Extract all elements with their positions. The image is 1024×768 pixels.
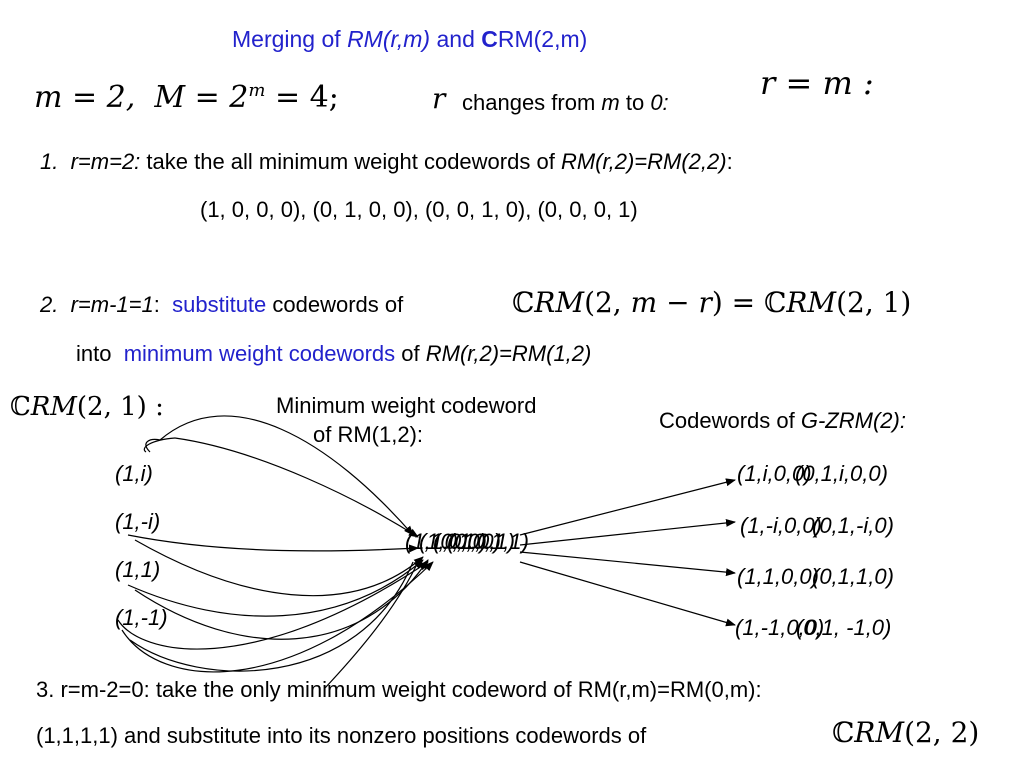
r-changes-text: changes from m to 0:: [462, 90, 669, 116]
title-prefix: Merging of: [232, 26, 348, 52]
right-heading: Codewords of G-ZRM(2):: [659, 408, 906, 434]
step1-number: 1.: [40, 149, 59, 174]
crm22-c: ℂ: [832, 716, 855, 749]
step2-formula: ℂRM(2, m − r) = ℂRM(2, 1): [512, 286, 911, 319]
arrow-minus-1-extra: [129, 561, 414, 672]
step1-condition: r=m=2:: [70, 149, 141, 174]
crm21-rm: RM: [30, 392, 77, 422]
right-codeword-3-a: (1,1,0,0): [737, 564, 819, 589]
arrow-1-to-0011: [134, 559, 429, 640]
formula-c1: ℂ: [512, 286, 535, 319]
left-codeword-1-1: (1,1): [115, 557, 161, 582]
right-codeword-3-b: (0,1,1,0): [812, 564, 894, 589]
formula-c2: ℂ: [764, 286, 787, 319]
step2-of: of: [395, 341, 426, 366]
step2-line2: into minimum weight codewords of RM(r,2)…: [76, 341, 591, 367]
crm22-rm: RM: [854, 716, 905, 749]
r-variable: r: [432, 82, 446, 115]
M-value: = 4;: [265, 80, 339, 115]
step2-substitute: substitute: [172, 292, 267, 317]
crm21-label: ℂRM(2, 1) :: [10, 392, 164, 422]
right-codeword-1-a: (1,i,0,0): [737, 461, 812, 486]
crm22-args: (2, 2): [904, 716, 980, 749]
step2-code: RM(r,2)=RM(1,2): [425, 341, 592, 366]
step1-text: take the all minimum weight codewords of: [140, 149, 561, 174]
arrow-minus-1-to-0011: [121, 561, 434, 673]
step1-line: 1. r=m=2: take the all minimum weight co…: [40, 149, 733, 175]
slide-title: Merging of RM(r,m) and CRM(2,m): [232, 26, 587, 53]
arrow-minus-i-to-1100: [127, 534, 419, 553]
step1-colon: :: [726, 149, 733, 174]
arrow-1-to-1010: [127, 559, 424, 617]
step1-codewords: (1, 0, 0, 0), (0, 1, 0, 0), (0, 0, 1, 0)…: [200, 197, 638, 222]
step2-text: codewords of: [266, 292, 404, 317]
title-c: C: [481, 26, 498, 52]
title-and: and: [430, 26, 482, 52]
right-codeword-4-b: (0,1, -1,0): [796, 615, 892, 640]
changes-m: m: [601, 90, 620, 115]
arrow-to-right-1: [519, 478, 736, 536]
changes-label: changes from: [462, 90, 602, 115]
arrow-brace-2: [143, 437, 176, 453]
crm21-c: ℂ: [10, 392, 31, 422]
arrow-i-to-1010: [174, 437, 419, 538]
formula-r: r: [698, 286, 712, 319]
step3-line1: 3. r=m-2=0: take the only minimum weight…: [36, 677, 762, 702]
middle-heading-line1: Minimum weight codeword: [276, 393, 537, 418]
arrow-to-right-2: [519, 518, 736, 546]
arrow-brace-1: [145, 438, 161, 453]
changes-zero: 0:: [650, 90, 669, 115]
formula-args1: (2,: [584, 286, 631, 319]
middle-codeword-1010: (1,0,1,0): [419, 529, 501, 554]
step3-line2: (1,1,1,1) and substitute into its nonzer…: [36, 723, 647, 748]
right-codeword-4-a: (1,-1,0,0): [735, 615, 825, 640]
title-rm: RM(r,m): [347, 26, 431, 52]
formula-rm1: RM: [534, 286, 585, 319]
left-codeword-1-minus-1: (1,-1): [115, 605, 168, 630]
arrow-minus-i-to-0101: [134, 539, 424, 597]
step3-formula: ℂRM(2, 2): [832, 716, 979, 749]
m-equation: m = 2,: [34, 80, 136, 115]
right-heading-text: Codewords of: [659, 408, 801, 433]
formula-minus: −: [657, 286, 699, 319]
left-codeword-1-i: (1,i): [115, 461, 153, 486]
arrow-to-right-4: [519, 561, 736, 627]
step2-line: 2. r=m-1=1: substitute codewords of: [40, 292, 403, 318]
right-codeword-2-b: (0,1,-i,0): [812, 513, 894, 538]
M-equation: M = 2: [154, 80, 249, 115]
formula-eq: ) =: [711, 286, 765, 319]
crm21-args: (2, 1) :: [76, 392, 164, 422]
arrow-i-to-1100: [159, 415, 414, 536]
m-param-formula: m = 2, M = 2m = 4;: [34, 80, 339, 115]
left-codeword-1-minus-i: (1,-i): [115, 509, 161, 534]
r-equals-m: r = m :: [760, 64, 874, 102]
formula-m: m: [630, 286, 658, 319]
formula-args2: (2, 1): [836, 286, 912, 319]
middle-heading-line2: of RM(1,2):: [313, 422, 424, 447]
step2-number: 2.: [40, 292, 59, 317]
M-exponent: m: [248, 80, 266, 101]
right-heading-code: G-ZRM(2):: [800, 408, 906, 433]
arrow-to-right-3: [519, 551, 736, 577]
step2-colon: :: [153, 292, 160, 317]
formula-rm2: RM: [786, 286, 837, 319]
right-codeword-1-b: (0,1,i,0,0): [795, 461, 888, 486]
middle-codeword-0011: (0,0,1,1): [447, 529, 529, 554]
arrow-minus-1-extra-2: [324, 561, 419, 689]
step2-min-weight: minimum weight codewords: [123, 341, 396, 366]
changes-to: to: [619, 90, 651, 115]
step2-into: into: [76, 341, 112, 366]
right-codeword-2-a: (1,-i,0,0): [740, 513, 822, 538]
title-rest: RM(2,m): [497, 26, 588, 52]
arrow-minus-1-to-0101: [117, 561, 429, 650]
step2-condition: r=m-1=1: [70, 292, 154, 317]
middle-codeword-0101: (0,1,0,1): [433, 529, 515, 554]
step1-code: RM(r,2)=RM(2,2): [560, 149, 727, 174]
